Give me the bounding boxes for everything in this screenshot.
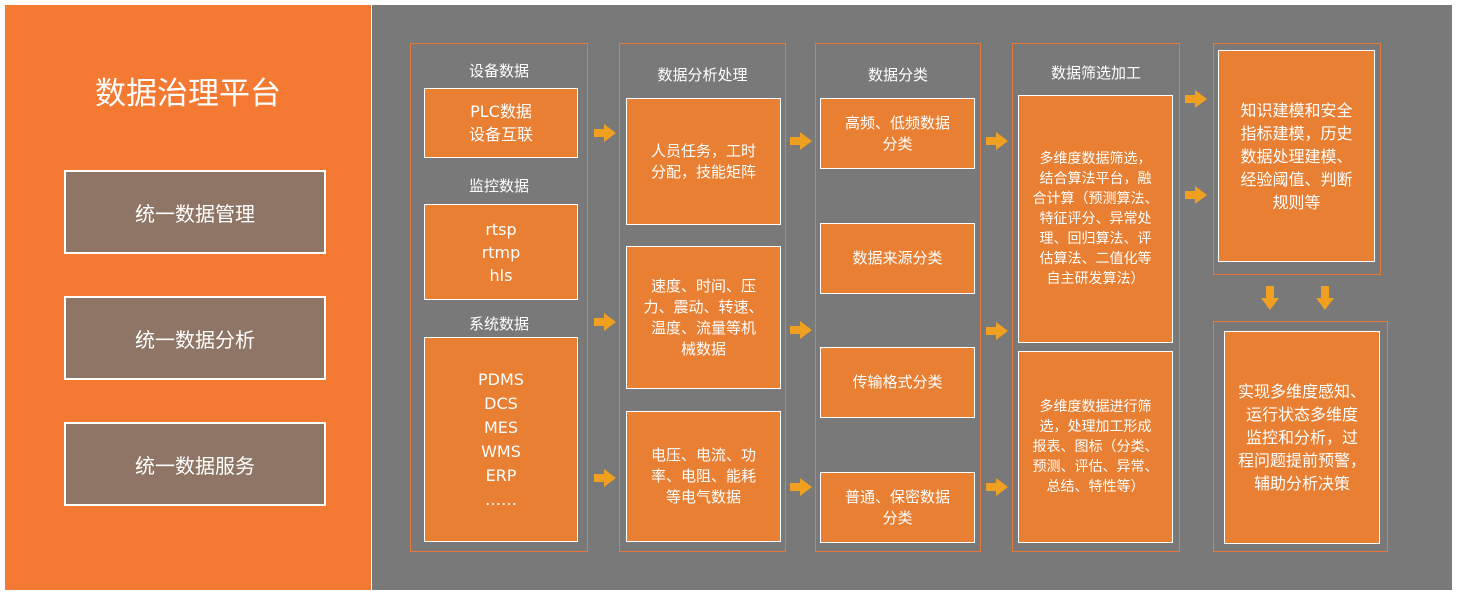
arrow-right-icon bbox=[1185, 90, 1207, 108]
header-filter: 数据筛选加工 bbox=[1050, 64, 1141, 82]
menu-item-label: 统一数据分析 bbox=[135, 327, 255, 352]
menu-item-label: 统一数据服务 bbox=[135, 453, 255, 478]
box-frequency-class: 高频、低频数据 分类 bbox=[820, 98, 975, 169]
arrow-right-icon bbox=[594, 124, 616, 142]
box-source-class: 数据来源分类 bbox=[820, 223, 975, 294]
box-security-class: 普通、保密数据 分类 bbox=[820, 472, 975, 543]
column-filter bbox=[1012, 43, 1180, 552]
platform-title: 数据治理平台 bbox=[95, 76, 281, 112]
arrow-right-icon bbox=[986, 132, 1008, 150]
box-system-list: PDMS DCS MES WMS ERP …… bbox=[424, 337, 578, 542]
box-report-generation: 多维度数据进行筛 选，处理加工形成 报表、图标（分类、 预测、评估、异常、 总结… bbox=[1018, 351, 1173, 543]
arrow-down-icon bbox=[1316, 286, 1334, 310]
header-classification: 数据分类 bbox=[867, 66, 928, 84]
column-source-data bbox=[410, 43, 588, 552]
column-decision bbox=[1213, 321, 1388, 552]
arrow-down-icon bbox=[1261, 286, 1279, 310]
box-format-class: 传输格式分类 bbox=[820, 347, 975, 418]
header-analysis: 数据分析处理 bbox=[657, 66, 748, 84]
box-mechanical-data: 速度、时间、压 力、震动、转速、 温度、流量等机 械数据 bbox=[626, 246, 781, 389]
menu-item-label: 统一数据管理 bbox=[135, 201, 255, 226]
arrow-right-icon bbox=[986, 478, 1008, 496]
arrow-right-icon bbox=[790, 478, 812, 496]
box-personnel-tasks: 人员任务，工时 分配，技能矩阵 bbox=[626, 98, 781, 225]
box-multidim-filter: 多维度数据筛选， 结合算法平台，融 合计算（预测算法、 特征评分、异常处 理、回… bbox=[1018, 95, 1173, 343]
header-monitor-data: 监控数据 bbox=[468, 177, 529, 195]
menu-item-data-analysis[interactable]: 统一数据分析 bbox=[64, 296, 326, 380]
box-plc-data: PLC数据 设备互联 bbox=[424, 88, 578, 158]
arrow-right-icon bbox=[1185, 186, 1207, 204]
box-stream-protocols: rtsp rtmp hls bbox=[424, 204, 578, 300]
arrow-right-icon bbox=[790, 132, 812, 150]
box-decision-support: 实现多维度感知、 运行状态多维度 监控和分析，过 程问题提前预警， 辅助分析决策 bbox=[1224, 331, 1380, 544]
arrow-right-icon bbox=[986, 322, 1008, 340]
box-knowledge-modeling: 知识建模和安全 指标建模，历史 数据处理建模、 经验阈值、判断 规则等 bbox=[1218, 50, 1375, 262]
column-modeling bbox=[1213, 43, 1381, 275]
menu-item-data-management[interactable]: 统一数据管理 bbox=[64, 170, 326, 254]
menu-item-data-service[interactable]: 统一数据服务 bbox=[64, 422, 326, 506]
column-analysis bbox=[619, 43, 786, 552]
column-classification bbox=[815, 43, 981, 552]
header-system-data: 系统数据 bbox=[468, 315, 529, 333]
arrow-right-icon bbox=[790, 321, 812, 339]
arrow-right-icon bbox=[594, 469, 616, 487]
box-electrical-data: 电压、电流、功 率、电阻、能耗 等电气数据 bbox=[626, 411, 781, 542]
arrow-right-icon bbox=[594, 313, 616, 331]
header-device-data: 设备数据 bbox=[468, 62, 529, 80]
